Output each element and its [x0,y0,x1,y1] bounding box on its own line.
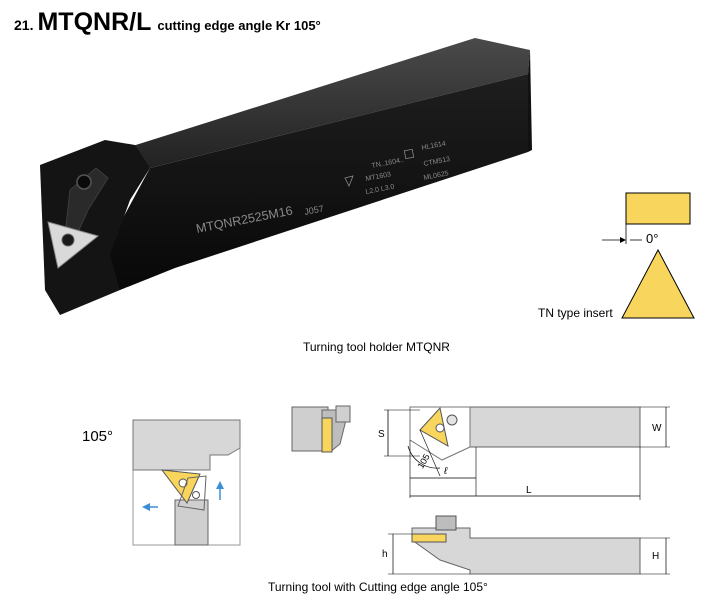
dim-h-label: h [382,549,388,560]
page-heading: 21.MTQNR/L cutting edge angle Kr 105° [14,8,321,37]
dim-angle-ref [419,429,441,477]
side-views [291,405,351,453]
dim-W-label: W [652,423,662,434]
top-view-drawing: S 105 ℓ L W [378,406,670,500]
insert-hole-icon [435,423,445,433]
dim-l-small-label: ℓ [443,466,448,477]
side-view-clamp [435,515,457,531]
side-view-body [411,527,641,575]
insert-side-view [625,192,691,225]
engraving-table-right-1: HL1614 [421,140,447,152]
holder-shank [174,499,209,546]
side-view-insert [411,533,447,543]
photo-caption: Turning tool holder MTQNR [303,340,450,354]
holder-top-face [120,38,530,168]
engraving-table-right-3: ML0625 [423,170,449,182]
dim-H-label: H [652,551,659,562]
dim-angle-arc [407,445,441,469]
clamp-lever [65,167,109,233]
engraving-triangle-icon [344,175,354,187]
arrow-head-icon [620,237,626,243]
clamp-screw-icon [76,174,92,190]
end-view-insert [321,417,333,453]
insert-hole-icon [61,233,75,247]
heading-description: cutting edge angle Kr 105° [157,18,321,33]
holder-head-outline [177,475,207,511]
photo-insert [47,221,100,269]
engraving-table-left-2: MT1603 [365,171,392,183]
diagram-angle-label: 105° [82,428,113,445]
holder-end-face [528,50,532,152]
tool-holder-photo: MTQNR2525M16 J057 TN..1604.. MT1603 L2.0… [40,38,532,315]
clamp-screw-icon [192,491,200,499]
clamp-screw-icon [446,414,458,426]
engraving-wrench-icon [403,148,415,160]
top-view-shank [469,406,641,448]
insert-top-view [621,248,695,319]
heading-number: 21. [14,17,34,33]
heading-model: MTQNR/L [37,8,152,36]
holder-head [40,140,150,315]
dim-s-label: S [378,429,385,440]
end-view-clamp [335,405,351,423]
dim-L-label: L [526,485,532,496]
cutting-angle-diagram: 105° [82,419,241,546]
engraving-code: J057 [303,203,324,217]
insert-angle-label: 0° [646,231,658,246]
workpiece [132,419,241,471]
arrow-left-icon [142,503,150,511]
side-view-drawing: h H [382,515,670,575]
holder-front-face [95,74,528,290]
diagram-caption: Turning tool with Cutting edge angle 105… [268,580,488,594]
arrow-up-icon [216,481,224,489]
insert-label: TN type insert [538,306,613,320]
tn-insert-schematic: 0° [602,192,695,319]
